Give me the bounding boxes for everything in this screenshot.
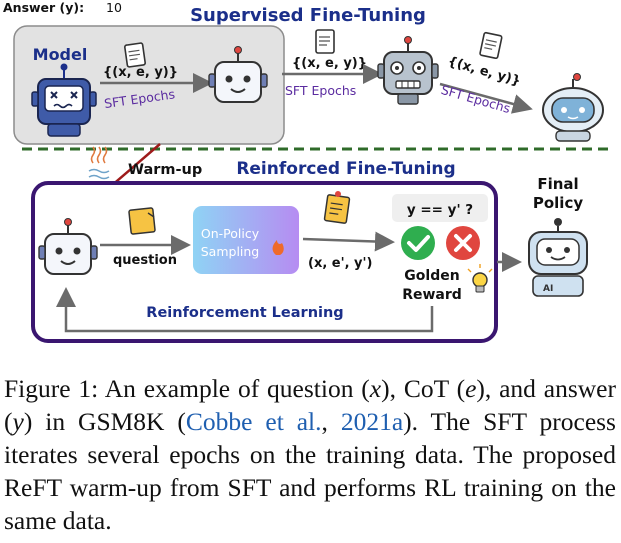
warmup-heat-icon [88, 146, 110, 180]
sft-title: Supervised Fine-Tuning [190, 5, 426, 26]
rollout-tuple: (x, e', y') [308, 256, 372, 271]
rl-label: Reinforcement Learning [146, 305, 343, 321]
diagram: Answer (y): 10 Supervised Fine-Tuning Mo… [3, 0, 610, 343]
sft-final-robot-icon [542, 73, 604, 142]
golden-line2: Reward [402, 287, 462, 303]
final-line2: Policy [533, 194, 583, 212]
flame-icon [272, 240, 284, 255]
final-policy-robot-icon [528, 218, 588, 297]
caption-var-x: x [369, 374, 382, 403]
golden-line1: Golden [404, 268, 459, 284]
compare-box [392, 194, 488, 222]
final-ai-badge: AI [543, 284, 553, 294]
caption-var-y: y [12, 407, 24, 436]
caption-var-e: e [465, 374, 477, 403]
caption-text-5: ). The SFT process iterates several epoc… [4, 407, 616, 535]
citation-year-link[interactable]: 2021a [340, 407, 404, 436]
citation-author-link[interactable]: Cobbe et al. [185, 407, 322, 436]
training-data-document-icon [124, 42, 146, 68]
answer-value: 10 [106, 0, 122, 15]
on-policy-line2: Sampling [201, 244, 260, 259]
check-icon [401, 226, 435, 260]
sft-epochs-2: SFT Epochs [285, 83, 356, 98]
sft-epochs-3: SFT Epochs [439, 82, 512, 116]
caption-text-2: ), CoT ( [381, 374, 466, 403]
caption-text-1: Figure 1: An example of question ( [4, 374, 370, 403]
caption-text-3: ), and answer ( [4, 374, 616, 436]
model-label: Model [33, 45, 88, 64]
sft-epoch-robot-icon-2 [377, 36, 439, 105]
rollout-arrow [302, 231, 395, 252]
compare-label: y == y' ? [407, 202, 473, 218]
cross-icon [446, 226, 480, 260]
feedback-loop-arrow [56, 287, 434, 333]
sft-arrow-3 [439, 82, 533, 114]
on-policy-sampling-box [193, 206, 299, 274]
training-data-document-icon-2 [315, 29, 335, 54]
sft-epoch-robot-icon [208, 46, 268, 103]
answer-label: Answer (y): [3, 0, 84, 15]
reft-title: Reinforced Fine-Tuning [236, 159, 455, 179]
data-tuple-1: {(x, e, y)} [103, 65, 178, 80]
question-label: question [113, 253, 177, 268]
base-model-robot-icon [31, 63, 97, 137]
result-note-icon [323, 191, 351, 224]
final-line1: Final [537, 175, 578, 193]
data-tuple-2: {(x, e, y)} [292, 56, 367, 71]
lightbulb-icon [467, 264, 493, 293]
training-data-document-icon-3 [479, 31, 503, 60]
question-note-icon [128, 207, 156, 235]
policy-robot-icon [38, 218, 98, 275]
on-policy-line1: On-Policy [201, 226, 260, 241]
warmup-label: Warm-up [128, 162, 202, 178]
data-tuple-3: {(x, e, y)} [446, 54, 522, 89]
caption-cite-sep: , [321, 407, 341, 436]
caption-text-4: ) in GSM8K ( [23, 407, 186, 436]
figure-caption: Figure 1: An example of question (x), Co… [4, 372, 616, 537]
